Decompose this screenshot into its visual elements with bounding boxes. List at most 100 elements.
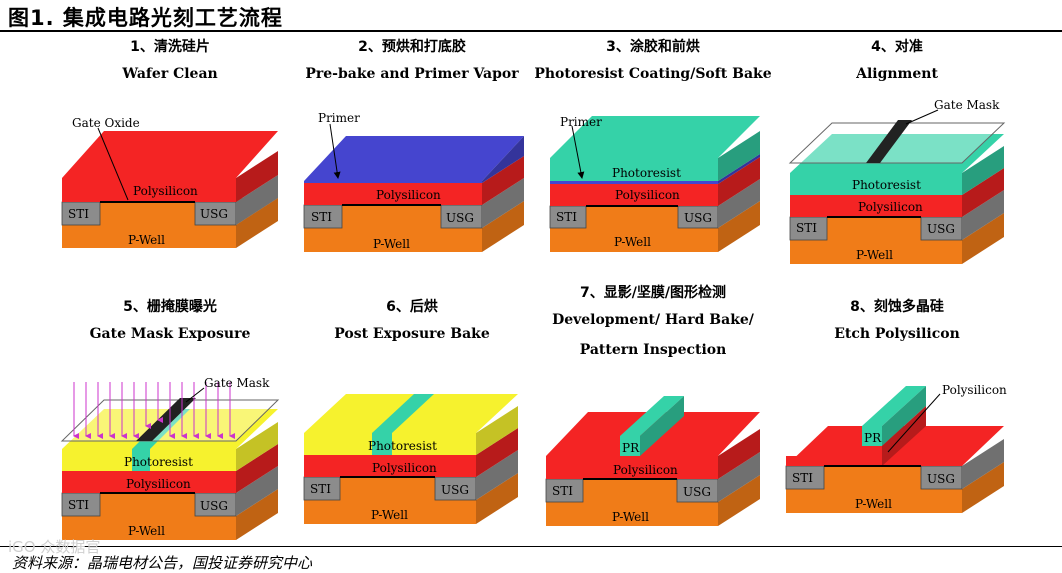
pwell-front <box>62 516 236 540</box>
polysilicon-label: Polysilicon <box>126 477 191 491</box>
sti-layer-side <box>482 178 524 228</box>
polysilicon-front <box>790 195 962 217</box>
usg-label: USG <box>927 222 955 236</box>
sti-label: STI <box>796 221 817 235</box>
photoresist-front <box>550 158 718 181</box>
gate-oxide-label: Gate Oxide <box>72 116 140 130</box>
polysilicon-side <box>476 428 518 477</box>
step-6-title-cn: 6、后烘 <box>386 299 438 315</box>
polysilicon-label: Polysilicon <box>376 188 441 202</box>
step-4-title-en: Alignment <box>856 66 938 82</box>
sti-label: STI <box>68 207 89 221</box>
step-5-gate-mask-exposure-diagram: Gate Mask Photoresist Polysilicon STI US… <box>60 376 280 540</box>
pr-line-front <box>620 436 640 456</box>
sti-label: STI <box>310 482 331 496</box>
pwell-label: P-Well <box>373 237 410 251</box>
step-6-title-en: Post Exposure Bake <box>334 326 490 342</box>
pr-cap-side <box>882 386 926 446</box>
sti-label: STI <box>556 210 577 224</box>
gate-mask-label: Gate Mask <box>934 98 1000 112</box>
polysilicon-side <box>962 168 1004 217</box>
sti-layer-front <box>304 205 482 228</box>
polysilicon-side <box>718 429 760 479</box>
step-6-post-exposure-bake-diagram: Photoresist Polysilicon STI USG P-Well <box>303 394 518 524</box>
primer-front <box>304 181 482 183</box>
polysilicon-top <box>62 131 278 178</box>
polysilicon-label: Polysilicon <box>858 200 923 214</box>
polysilicon-label: Polysilicon <box>613 463 678 477</box>
step-1-title-en: Wafer Clean <box>122 66 218 82</box>
step-8-title-en: Etch Polysilicon <box>834 326 960 342</box>
mask-glass-plate <box>788 122 1006 164</box>
usg-label: USG <box>446 211 474 225</box>
pwell-label: P-Well <box>128 233 165 247</box>
pr-cap-top <box>862 386 926 426</box>
sti-layer-front <box>546 479 718 502</box>
pr-line-top <box>620 396 684 436</box>
pwell-side <box>718 475 760 526</box>
pwell-front <box>304 228 482 252</box>
sti-label: STI <box>552 484 573 498</box>
pwell-side <box>476 473 518 524</box>
step-2-prebake-primer-diagram: Primer Polysilicon STI USG P-Well <box>303 111 524 252</box>
step-7-title-en-2: Pattern Inspection <box>579 342 727 358</box>
pwell-label: P-Well <box>855 497 892 511</box>
step-2-title-cn: 2、预烘和打底胶 <box>358 39 466 55</box>
pwell-label: P-Well <box>128 524 165 538</box>
pr-label: PR <box>622 441 640 455</box>
step-1-title-cn: 1、清洗硅片 <box>130 39 210 55</box>
gate-oxide-pointer <box>97 127 129 201</box>
gate-mask-label: Gate Mask <box>204 376 270 390</box>
source-note: 资料来源：晶瑞电材公告，国投证券研究中心 <box>12 554 313 572</box>
poly-gate-side <box>882 406 926 466</box>
primer-top <box>304 136 524 181</box>
gate-mask-pointer <box>905 109 939 125</box>
pwell-label: P-Well <box>856 248 893 262</box>
photoresist-label: Photoresist <box>124 455 193 469</box>
pwell-front <box>62 225 236 248</box>
watermark-text: iGO 众数据官 <box>8 538 101 556</box>
step-3-title-cn: 3、涂胶和前烘 <box>606 39 700 55</box>
usg-label: USG <box>200 499 228 513</box>
pr-line-side <box>640 396 684 456</box>
pwell-side <box>962 462 1004 513</box>
step-8-title-cn: 8、刻蚀多晶硅 <box>850 299 944 315</box>
usg-label: USG <box>441 483 469 497</box>
step-1-wafer-clean-diagram: Gate Oxide Polysilicon STI USG P-Well <box>61 116 278 248</box>
step-7-title-en-1: Development/ Hard Bake/ <box>552 312 754 328</box>
step-3-title-en: Photoresist Coating/Soft Bake <box>534 66 772 82</box>
usg-label: USG <box>683 485 711 499</box>
pr-label: PR <box>864 431 882 445</box>
step-7-title-cn: 7、显影/坚膜/图形检测 <box>580 285 726 301</box>
sti-layer-front <box>304 477 476 500</box>
photoresist-label: Photoresist <box>612 166 681 180</box>
pr-cap-front <box>862 426 882 446</box>
sti-label: STI <box>792 471 813 485</box>
unexposed-resist-strip-front <box>372 433 392 455</box>
photoresist-top <box>550 116 760 158</box>
pwell-front <box>790 240 962 264</box>
pwell-side <box>236 489 278 540</box>
primer-thin-front <box>550 181 718 184</box>
polysilicon-pointer <box>887 393 941 453</box>
polysilicon-side <box>482 156 524 205</box>
polysilicon-front <box>62 178 236 202</box>
gate-mask-bar <box>136 398 196 441</box>
polysilicon-label: Polysilicon <box>615 188 680 202</box>
polysilicon-label: Polysilicon <box>372 461 437 475</box>
primer-label: Primer <box>560 115 602 129</box>
primer-side <box>482 136 524 183</box>
usg-label: USG <box>927 472 955 486</box>
step-8-etch-polysilicon-diagram: Polysilicon PR STI USG P-Well <box>785 383 1007 513</box>
poly-gate-front <box>862 446 882 466</box>
gate-mask-bar <box>866 120 912 163</box>
exposure-light-arrows <box>73 382 235 439</box>
photoresist-side <box>718 131 760 181</box>
step-3-photoresist-coating-diagram: Primer Photoresist Polysilicon STI USG P… <box>549 115 760 252</box>
pwell-label: P-Well <box>612 510 649 524</box>
step-4-title-cn: 4、对准 <box>871 39 923 55</box>
usg-label: USG <box>684 211 712 225</box>
polysilicon-front <box>304 455 476 477</box>
pwell-front <box>546 502 718 526</box>
